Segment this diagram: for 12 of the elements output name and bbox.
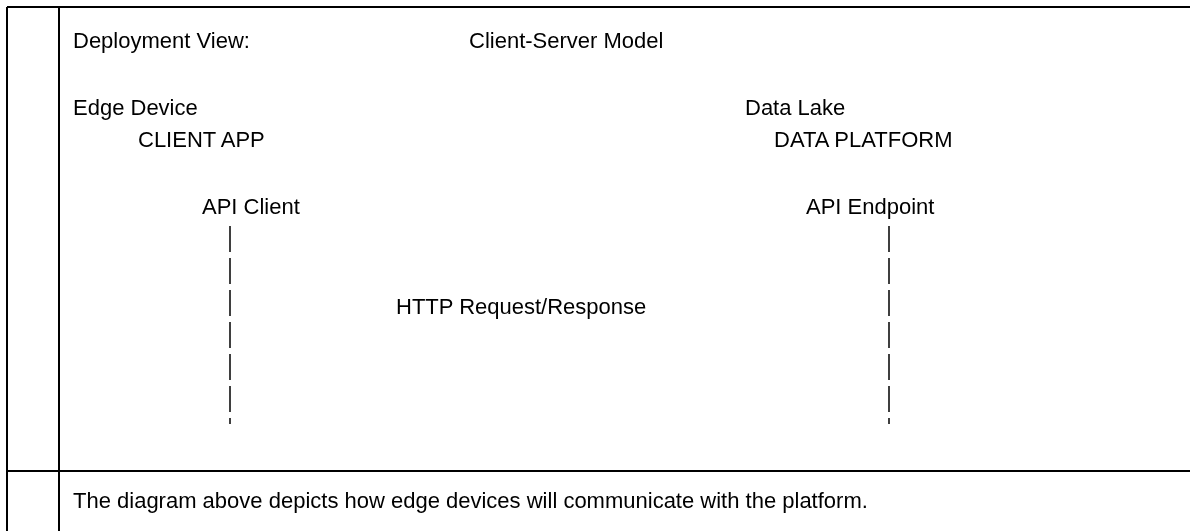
dashed-line <box>229 225 231 425</box>
heading-text: Deployment View: <box>73 28 250 54</box>
connection-label: HTTP Request/Response <box>396 294 647 320</box>
dashed-line <box>888 225 890 425</box>
heading-text: Client-Server Model <box>469 28 664 54</box>
component-label: DATA PLATFORM <box>774 127 953 153</box>
caption-text: The diagram above depicts how edge devices will communicate with the platform. <box>73 488 868 514</box>
component-label: CLIENT APP <box>138 127 265 153</box>
group-label: Data Lake <box>745 95 846 121</box>
node-label: API Endpoint <box>806 194 935 220</box>
group-label: Edge Device <box>73 95 198 121</box>
node-label: API Client <box>202 194 300 220</box>
